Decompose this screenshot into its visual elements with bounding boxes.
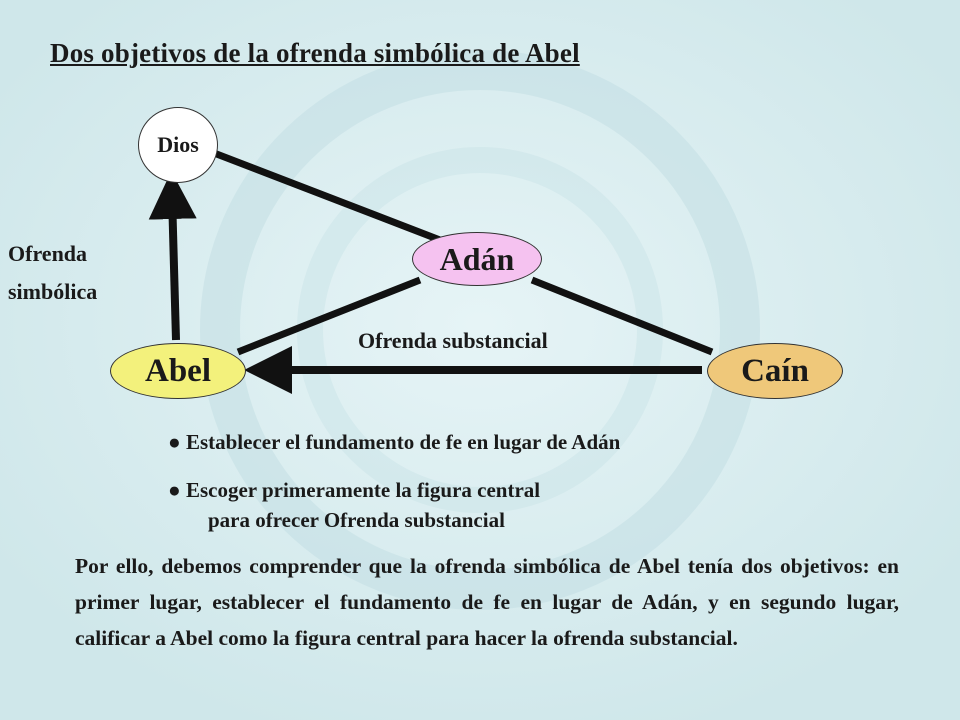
bullet-text: Establecer el fundamento de fe en lugar … (185, 430, 621, 454)
label-ofrenda-simbolica: Ofrenda simbólica (8, 235, 97, 311)
label-ofrenda-substancial: Ofrenda substancial (358, 328, 548, 353)
bullet-item: ● Escoger primeramente la figura central… (168, 475, 540, 535)
bullet-text: Escoger primeramente la figura central (185, 478, 541, 502)
line-adan-cain (530, 276, 714, 356)
bullet-dot-icon: ● (168, 478, 181, 502)
node-cain: Caín (707, 343, 843, 399)
line-dios-adan (212, 149, 442, 244)
page-title: Dos objetivos de la ofrenda simbólica de… (50, 38, 580, 68)
node-adan: Adán (412, 232, 542, 286)
bullet-item: ● Establecer el fundamento de fe en luga… (168, 430, 620, 455)
label-ofrenda-simbolica-line2: simbólica (8, 279, 98, 304)
label-ofrenda-simbolica-line1: Ofrenda (8, 241, 88, 266)
bullet-dot-icon: ● (168, 430, 181, 454)
line-adan-abel (236, 276, 422, 356)
bullet-text-continuation: para ofrecer Ofrenda substancial (208, 508, 505, 532)
node-dios: Dios (138, 107, 218, 183)
summary-paragraph: Por ello, debemos comprender que la ofre… (75, 554, 899, 650)
arrow-abel-dios (148, 171, 197, 341)
node-abel: Abel (110, 343, 246, 399)
